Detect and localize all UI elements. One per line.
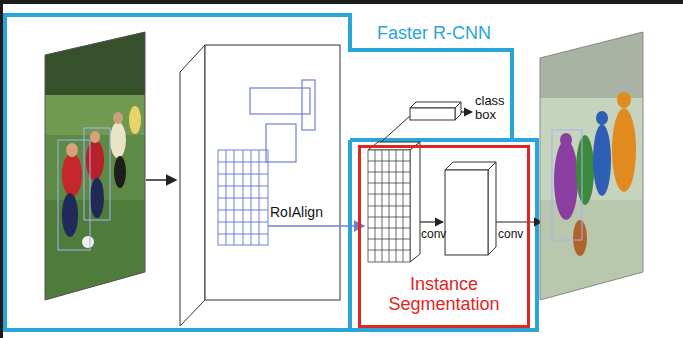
illustration-part <box>535 28 647 98</box>
illustration-part <box>350 140 512 330</box>
layer-label: conv <box>498 228 523 242</box>
illustration-part <box>205 45 340 300</box>
illustration-part <box>250 88 310 114</box>
illustration-part <box>302 80 315 130</box>
illustration-part <box>576 135 594 205</box>
illustration-part <box>375 150 403 262</box>
illustration-part <box>368 150 410 262</box>
box-title: Instance Segmentation <box>384 274 504 315</box>
illustration-part <box>540 32 643 300</box>
illustration-part <box>420 221 443 222</box>
illustration-part <box>45 32 145 300</box>
illustration-part <box>535 28 647 310</box>
illustration-part <box>573 220 587 256</box>
illustration-part <box>445 162 496 170</box>
illustration-part <box>114 156 126 188</box>
illustration-part <box>0 0 3 338</box>
illustration-part <box>58 140 90 250</box>
illustration-part <box>110 122 126 158</box>
illustration-part <box>554 140 578 220</box>
output-label: class box <box>475 94 511 121</box>
illustration-part <box>226 150 259 245</box>
illustration-part <box>612 108 636 192</box>
illustration-part <box>617 92 631 108</box>
illustration-part <box>593 124 611 196</box>
illustration-part <box>218 150 268 245</box>
illustration-part <box>5 15 537 330</box>
illustration-part <box>82 236 94 248</box>
layer-label: conv <box>421 228 446 242</box>
illustration-part <box>84 128 110 220</box>
illustration-part <box>40 95 150 135</box>
illustration-part <box>146 179 176 181</box>
illustration-part <box>455 102 461 120</box>
illustration-part <box>90 178 104 218</box>
illustration-part <box>40 28 150 98</box>
illustration-part <box>62 153 82 197</box>
illustration-part <box>560 133 572 147</box>
illustration-part <box>368 150 410 262</box>
illustration-part <box>86 140 104 180</box>
illustration-part <box>0 0 683 4</box>
region-heading: Faster R-CNN <box>377 23 491 44</box>
illustration-part <box>129 106 141 134</box>
illustration-part <box>180 45 205 326</box>
illustration-part <box>552 130 582 240</box>
illustration-part <box>113 112 123 124</box>
illustration-part <box>266 124 296 162</box>
illustration-part <box>410 108 455 120</box>
illustration-part <box>410 142 420 262</box>
illustration-part <box>596 111 608 125</box>
illustration-part <box>268 225 364 227</box>
illustration-part <box>66 143 78 157</box>
illustration-part <box>410 102 461 108</box>
illustration-part <box>461 111 472 112</box>
illustration-part <box>218 150 268 245</box>
illustration-part <box>62 193 78 237</box>
operation-label: RoIAlign <box>270 204 323 220</box>
illustration-part <box>90 131 100 143</box>
illustration-part <box>445 170 488 255</box>
illustration-part <box>40 28 150 310</box>
illustration-part <box>496 221 542 222</box>
illustration-part <box>488 162 496 255</box>
